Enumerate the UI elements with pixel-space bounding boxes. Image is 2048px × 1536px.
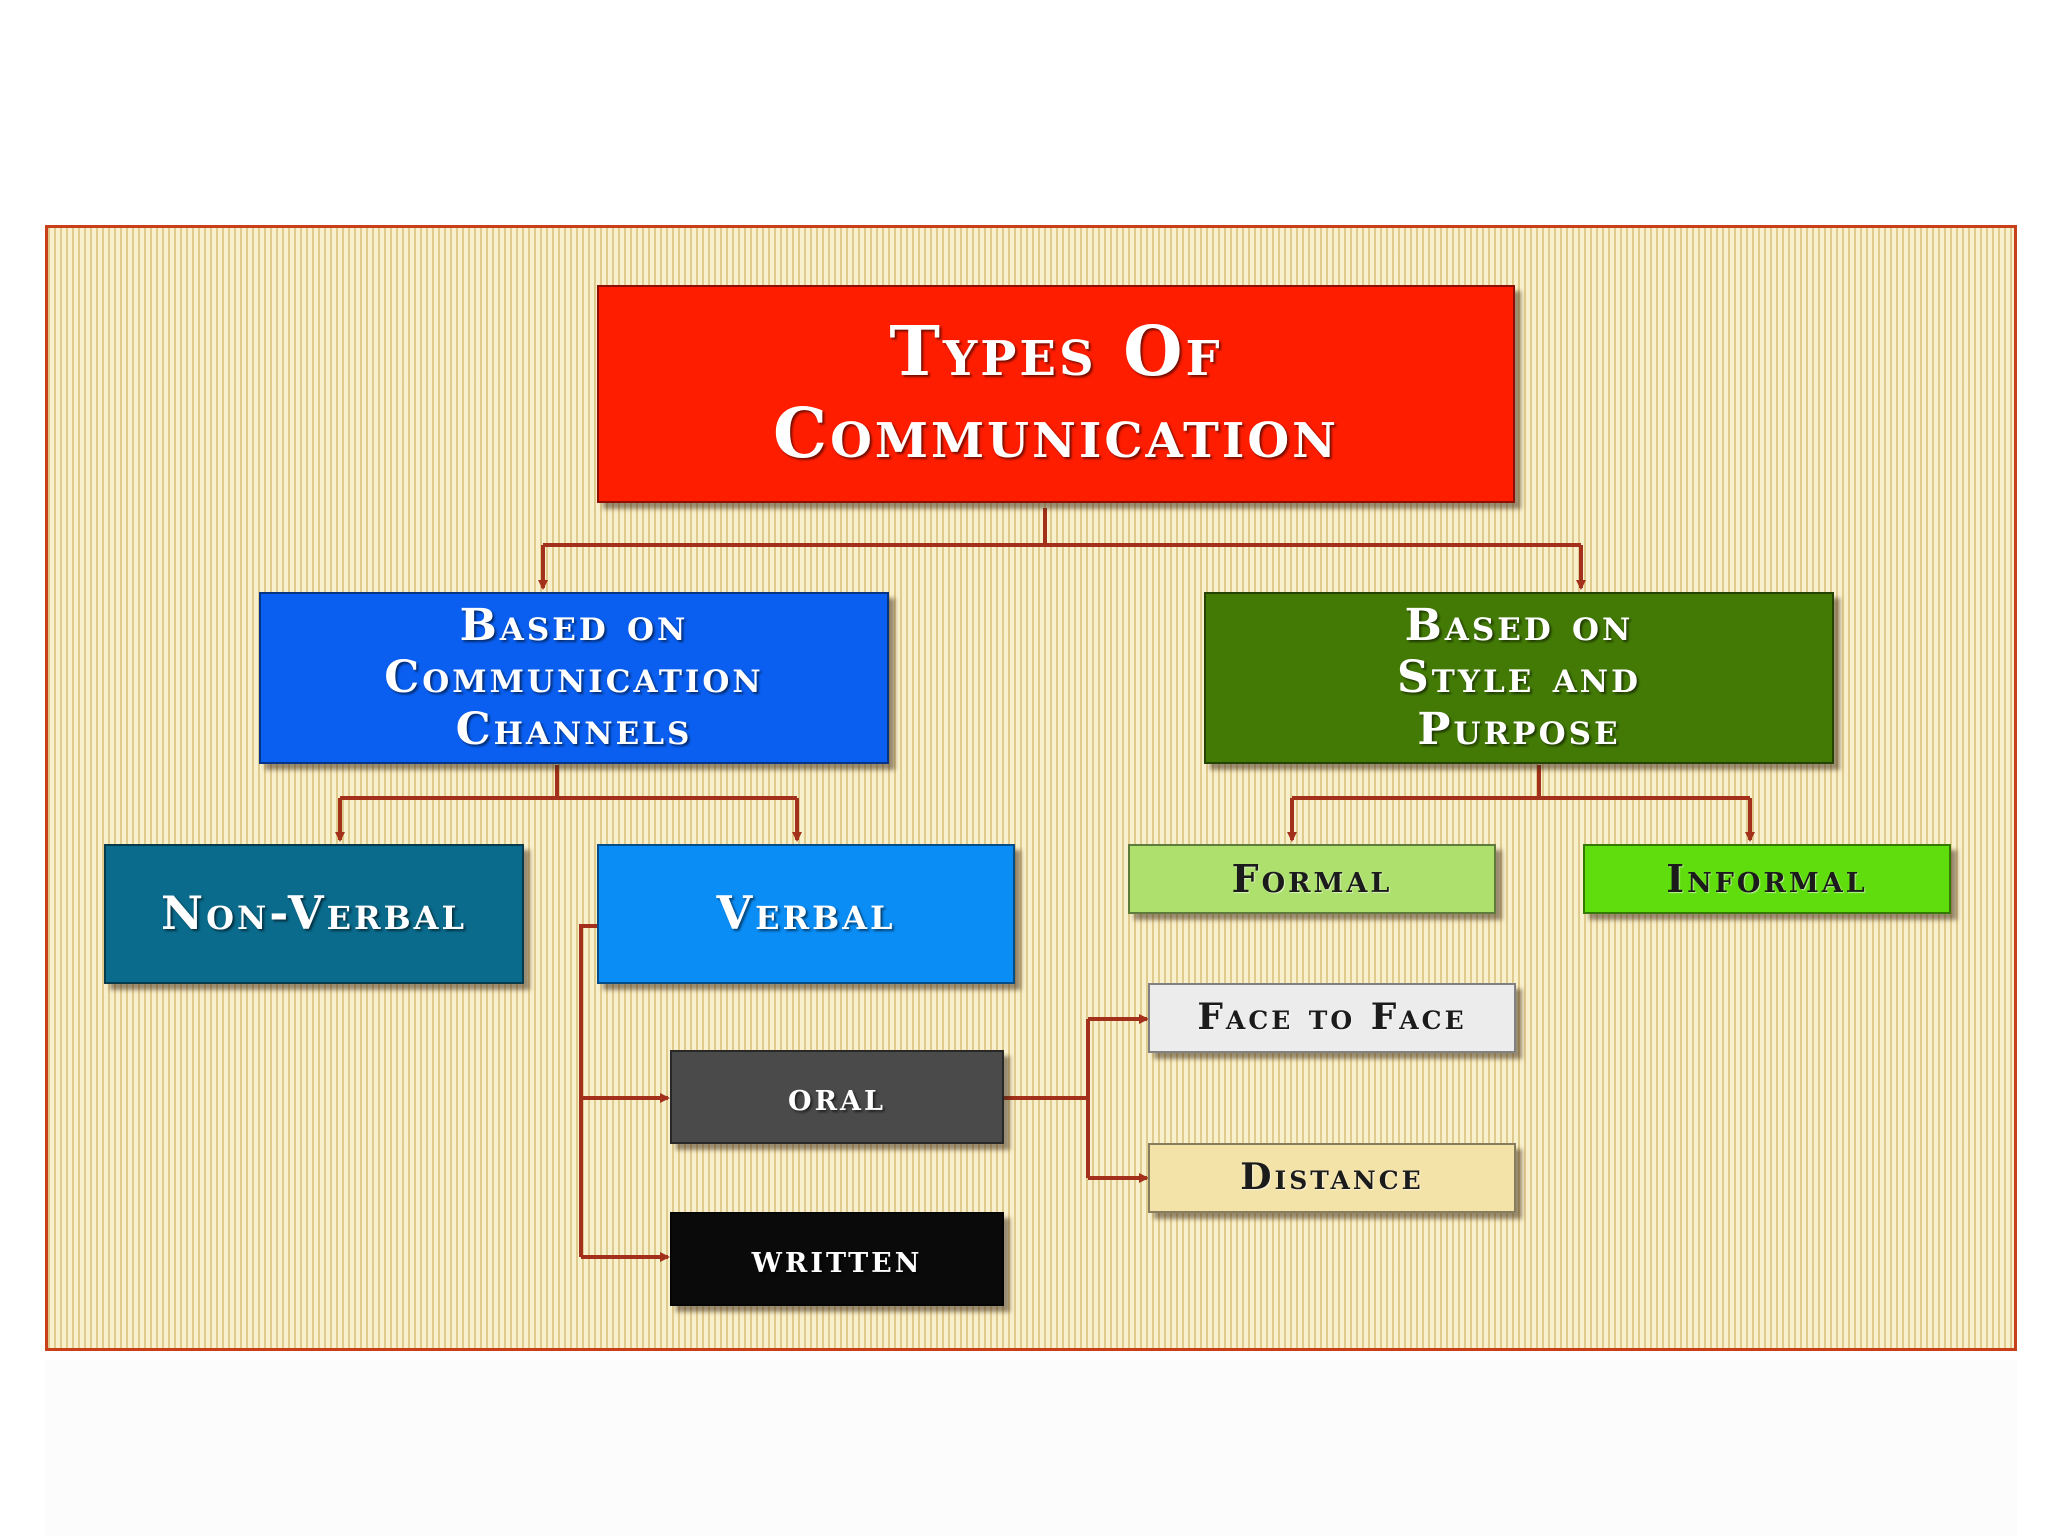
bottom-band bbox=[45, 1360, 2017, 1536]
formal-node: Formal bbox=[1128, 844, 1496, 914]
style-purpose-node: Based on Style and Purpose bbox=[1204, 592, 1834, 764]
connector-verbal-spine bbox=[579, 924, 597, 1257]
written-node: written bbox=[670, 1212, 1004, 1306]
oral-node: oral bbox=[670, 1050, 1004, 1144]
distance-node: Distance bbox=[1148, 1143, 1516, 1213]
verbal-node: Verbal bbox=[597, 844, 1015, 984]
channels-node: Based on Communication Channels bbox=[259, 592, 889, 764]
face-to-face-node: Face to Face bbox=[1148, 983, 1516, 1053]
informal-node: Informal bbox=[1583, 844, 1951, 914]
root-node: Types Of Communication bbox=[597, 285, 1515, 503]
non-verbal-node: Non-Verbal bbox=[104, 844, 524, 984]
